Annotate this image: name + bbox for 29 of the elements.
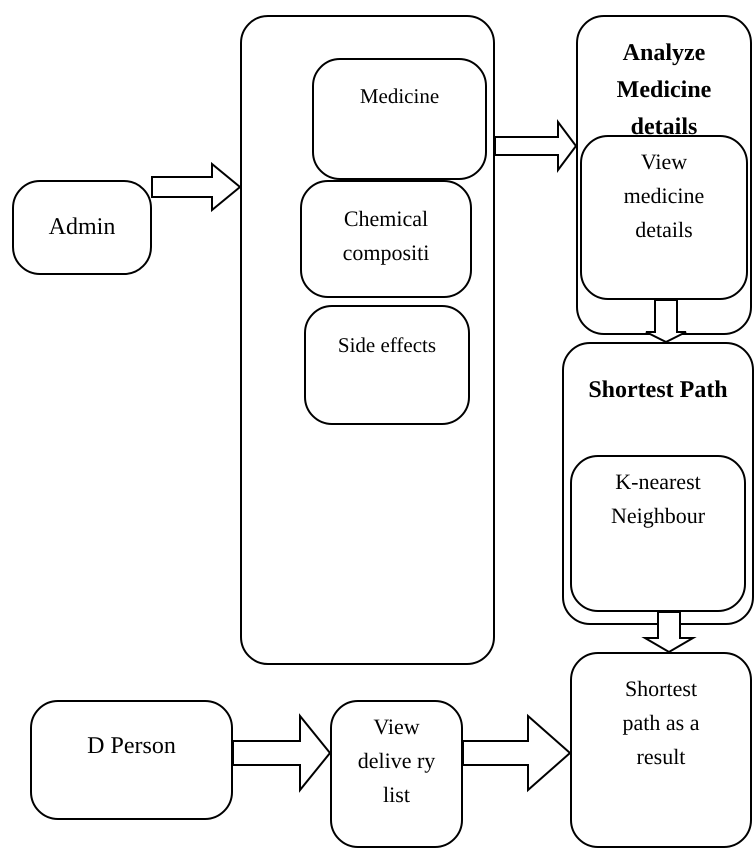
rounded-box (30, 700, 233, 820)
box-label: Chemical compositi (342, 205, 430, 268)
box-label: Analyze Medicine details (616, 39, 712, 142)
box-label: Shortest Path (588, 376, 728, 405)
box-label: Medicine (358, 83, 440, 110)
block-arrow (232, 713, 332, 793)
box-label: D Person (86, 732, 177, 761)
rounded-box (312, 58, 487, 180)
box-label: View delive ry list (356, 713, 436, 810)
block-arrow (641, 611, 697, 654)
rounded-box (580, 135, 748, 300)
rounded-box (570, 455, 746, 612)
rounded-box (570, 652, 752, 848)
box-label: Shortest path as a result (622, 675, 700, 772)
rounded-box (12, 180, 152, 275)
rounded-box (330, 700, 463, 848)
block-arrow (645, 299, 687, 344)
block-arrow (151, 162, 242, 212)
rounded-box (304, 305, 470, 425)
block-arrow (462, 714, 572, 792)
box-label: Admin (48, 212, 116, 242)
block-arrow (494, 119, 578, 173)
box-label: Side effects (336, 332, 438, 359)
box-label: View medicine details (622, 148, 706, 244)
container-box (240, 15, 495, 665)
rounded-box (576, 15, 752, 335)
rounded-box (562, 342, 754, 625)
box-label: K-nearest Neighbour (610, 468, 706, 530)
rounded-box (300, 180, 472, 298)
